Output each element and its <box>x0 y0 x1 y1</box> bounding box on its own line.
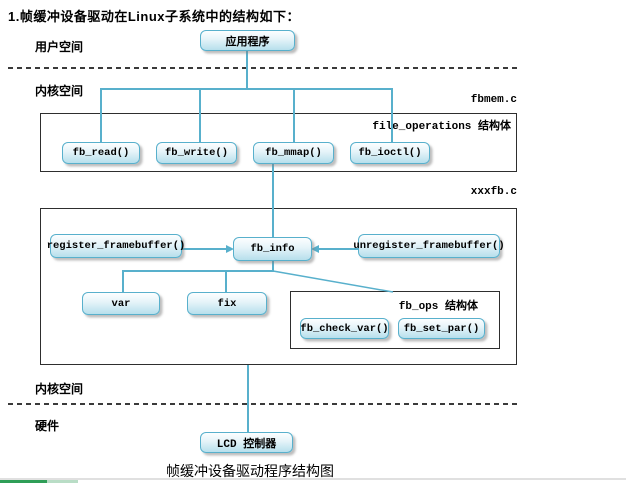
page-title: 1.帧缓冲设备驱动在Linux子系统中的结构如下： <box>8 9 301 24</box>
node-fb-write: fb_write() <box>156 142 237 164</box>
label-kernel-space-top: 内核空间 <box>35 84 84 98</box>
connector-app-down <box>246 51 248 88</box>
bottom-progress-bar-light <box>47 480 78 483</box>
label-fbmem-c: fbmem.c <box>470 94 517 106</box>
node-register-framebuffer: register_framebuffer() <box>47 234 185 258</box>
separator-user-kernel <box>8 67 518 69</box>
node-var: var <box>82 292 160 315</box>
diagram-caption: 帧缓冲设备驱动程序结构图 <box>166 465 334 480</box>
connector-drop-var <box>122 270 124 292</box>
arrowhead-into-fbinfo-left <box>226 245 234 253</box>
node-lcd-controller: LCD 控制器 <box>200 432 293 453</box>
connector-fbmem-to-fbinfo <box>272 164 274 237</box>
label-hardware: 硬件 <box>35 419 60 433</box>
label-fb-ops-struct: fb_ops 结构体 <box>398 301 478 313</box>
connector-fbinfo-down <box>272 261 274 271</box>
connector-drop-fix <box>225 270 227 292</box>
arrowhead-into-fbinfo-right <box>311 245 319 253</box>
connector-fbinfo-to-fbops-diagonal <box>272 270 394 293</box>
node-fb-check-var: fb_check_var() <box>300 318 389 339</box>
node-fb-info: fb_info <box>233 237 312 261</box>
node-fb-read: fb_read() <box>62 142 140 164</box>
bottom-divider <box>0 478 626 480</box>
separator-kernel-hardware <box>8 403 518 405</box>
node-fb-ioctl: fb_ioctl() <box>350 142 430 164</box>
node-application: 应用程序 <box>200 30 295 51</box>
connector-branch-mid <box>122 270 274 272</box>
label-file-operations-struct: file_operations 结构体 <box>372 121 511 133</box>
connector-drop-fb-write <box>199 88 201 142</box>
label-user-space: 用户空间 <box>35 40 84 54</box>
connector-branch-top <box>100 88 392 90</box>
connector-drop-fb-read <box>100 88 102 142</box>
connector-register-to-fbinfo <box>182 248 228 250</box>
connector-drop-fb-mmap <box>293 88 295 142</box>
connector-xxxfb-to-lcd <box>247 365 249 432</box>
bottom-progress-bar <box>0 480 47 483</box>
connector-drop-fb-ioctl <box>391 88 393 142</box>
node-fb-mmap: fb_mmap() <box>253 142 334 164</box>
node-fb-set-par: fb_set_par() <box>398 318 485 339</box>
connector-unregister-to-fbinfo <box>317 248 358 250</box>
node-unregister-framebuffer: unregister_framebuffer() <box>353 234 505 258</box>
label-kernel-space-bottom: 内核空间 <box>35 382 84 396</box>
label-xxxfb-c: xxxfb.c <box>470 186 517 198</box>
node-fix: fix <box>187 292 267 315</box>
